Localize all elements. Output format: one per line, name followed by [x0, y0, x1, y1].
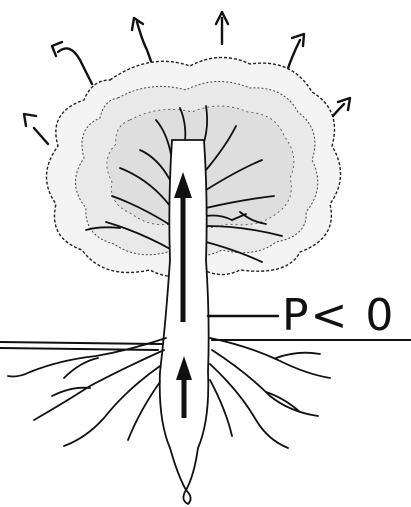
transpiration-arrow-center-left	[132, 18, 152, 64]
transpiration-arrow-left	[52, 42, 92, 84]
transpiration-arrow-center-right	[286, 34, 304, 74]
transpiration-arrow-far-left	[24, 114, 48, 144]
transpiration-arrow-center	[216, 12, 228, 44]
pressure-annotation: P< 0	[208, 290, 395, 341]
pressure-label: P< 0	[282, 290, 395, 341]
